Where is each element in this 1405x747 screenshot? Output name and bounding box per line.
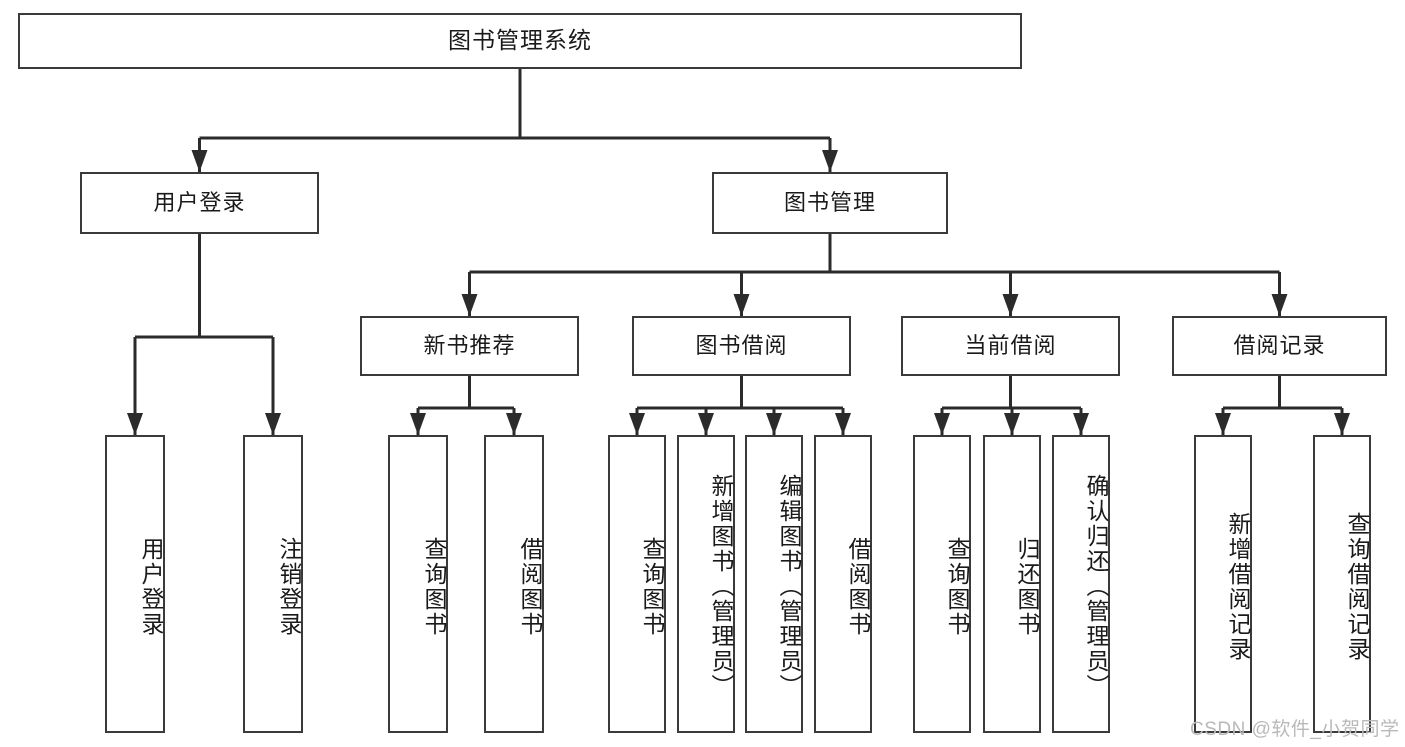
node-leaf-query-book-b[interactable]: 查询图书 [608, 435, 666, 733]
node-borrowing-record[interactable]: 借阅记录 [1172, 316, 1387, 376]
node-label: 确认归还（管理员） [1083, 473, 1109, 699]
node-label: 查询图书 [944, 537, 970, 637]
node-leaf-logout[interactable]: 注销登录 [243, 435, 303, 733]
node-label: 用户登录 [153, 189, 246, 215]
node-label: 归还图书 [1014, 537, 1040, 637]
node-leaf-add-book-admin[interactable]: 新增图书（管理员） [677, 435, 735, 733]
node-leaf-add-borrow-record[interactable]: 新增借阅记录 [1194, 435, 1252, 733]
node-label: 编辑图书（管理员） [776, 473, 802, 699]
node-label: 借阅图书 [845, 537, 871, 637]
node-label: 新书推荐 [423, 332, 516, 358]
node-label: 图书管理系统 [448, 27, 592, 54]
node-label: 借阅记录 [1233, 332, 1326, 358]
node-label: 当前借阅 [964, 332, 1057, 358]
node-new-book-recommendation[interactable]: 新书推荐 [360, 316, 579, 376]
node-leaf-query-borrow-record[interactable]: 查询借阅记录 [1313, 435, 1371, 733]
node-label: 查询图书 [639, 537, 665, 637]
node-label: 注销登录 [276, 537, 302, 637]
node-leaf-return-book[interactable]: 归还图书 [983, 435, 1041, 733]
node-leaf-user-login[interactable]: 用户登录 [105, 435, 165, 733]
node-book-management[interactable]: 图书管理 [712, 172, 948, 234]
node-leaf-edit-book-admin[interactable]: 编辑图书（管理员） [745, 435, 803, 733]
node-current-borrowing[interactable]: 当前借阅 [901, 316, 1120, 376]
node-leaf-borrow-book-a[interactable]: 借阅图书 [484, 435, 544, 733]
node-label: 查询借阅记录 [1344, 512, 1370, 662]
node-label: 新增借阅记录 [1225, 512, 1251, 662]
node-leaf-query-book-a[interactable]: 查询图书 [388, 435, 448, 733]
node-label: 用户登录 [138, 537, 164, 637]
node-leaf-confirm-return-admin[interactable]: 确认归还（管理员） [1052, 435, 1110, 733]
node-label: 图书管理 [783, 189, 876, 215]
node-label: 借阅图书 [517, 537, 543, 637]
node-root-system[interactable]: 图书管理系统 [18, 13, 1022, 69]
node-label: 查询图书 [421, 537, 447, 637]
node-label: 新增图书（管理员） [708, 473, 734, 699]
node-label: 图书借阅 [695, 332, 788, 358]
node-book-borrowing[interactable]: 图书借阅 [632, 316, 851, 376]
node-leaf-query-book-c[interactable]: 查询图书 [913, 435, 971, 733]
node-user-login[interactable]: 用户登录 [80, 172, 319, 234]
node-leaf-borrow-book-b[interactable]: 借阅图书 [814, 435, 872, 733]
csdn-watermark: CSDN @软件_小贺同学 [1190, 719, 1400, 740]
